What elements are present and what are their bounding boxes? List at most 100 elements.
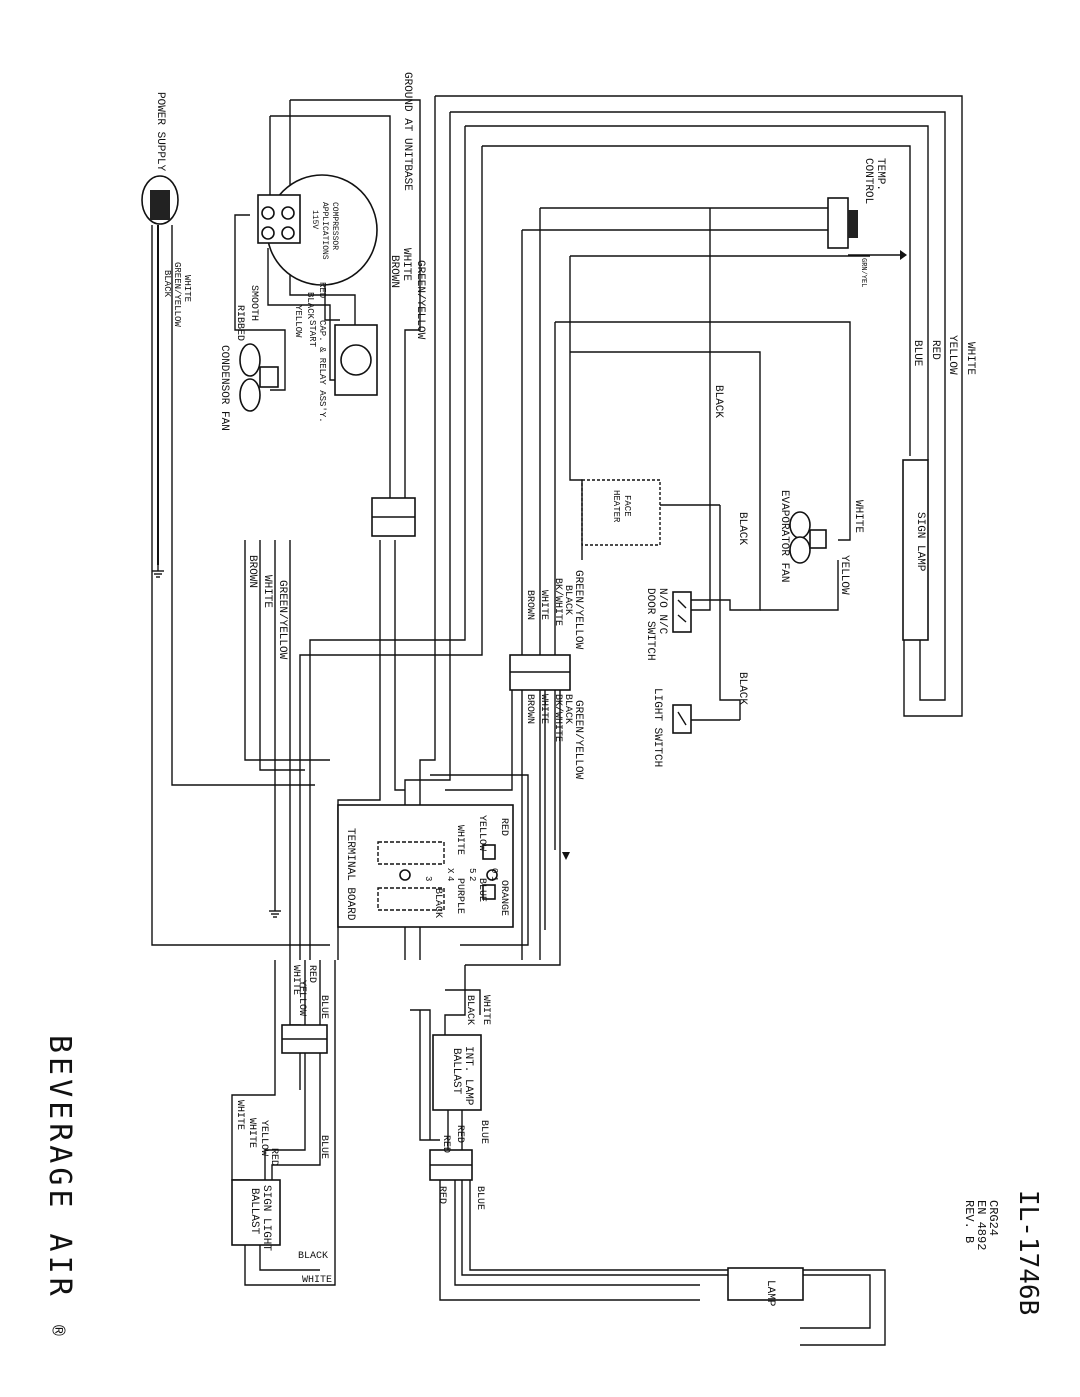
compressor <box>257 174 378 286</box>
terminal-black-label: BLACK <box>432 888 443 918</box>
terminal-num-3: 3 <box>423 876 433 881</box>
wire-white-int: WHITE <box>480 995 491 1025</box>
connector-upper <box>371 497 416 537</box>
evaporator-fan <box>789 511 827 564</box>
terminal-purple-label: PURPLE <box>454 878 465 914</box>
light-switch <box>672 704 692 734</box>
wire-green-yellow-mid-top: GREEN/YELLOW <box>572 570 584 650</box>
terminal-num-4: 4 <box>445 876 455 881</box>
wire-black-ballast: BLACK <box>298 1251 328 1262</box>
wire-yellow-comp: YELLOW <box>293 305 303 338</box>
doc-rev: REV. B <box>962 1200 976 1243</box>
sign-light-ballast-box <box>231 1179 281 1246</box>
wire-black-int: BLACK <box>464 995 475 1025</box>
wire-yellow-bot: YELLOW <box>296 980 307 1016</box>
smooth-label: SMOOTH <box>248 285 259 321</box>
wire-red-lamp: RED <box>436 1186 447 1204</box>
wire-yellow-label: YELLOW <box>946 335 958 375</box>
wire-red-label: RED <box>929 340 941 360</box>
wires <box>151 95 963 1346</box>
temp-control <box>827 197 858 249</box>
face-heater-label-1: FACE <box>622 495 632 517</box>
terminal-num-1: 1 <box>489 876 499 881</box>
doc-number: IL-1746B <box>1013 1190 1043 1315</box>
lamp <box>727 1267 804 1301</box>
wire-red-int: RED <box>454 1125 465 1143</box>
connector-middle <box>509 654 571 691</box>
wire-blue-label: BLUE <box>911 340 923 367</box>
connector-lower <box>281 1024 328 1054</box>
wire-black-mid-bot: BLACK <box>562 694 573 724</box>
compressor-label-3: 115V <box>310 210 319 229</box>
terminal-num-0: 0 <box>489 868 499 873</box>
wire-black-heater: BLACK <box>736 512 748 545</box>
brand-logo: BEVERAGE AIR <box>42 1035 77 1300</box>
lamp-label: LAMP <box>764 1280 776 1307</box>
terminal-board-label: TERMINAL BOARD <box>344 828 356 921</box>
wire-red-bot: RED <box>306 965 317 983</box>
wire-yellow-evap: YELLOW <box>838 555 850 595</box>
power-supply-label: POWER SUPPLY <box>154 92 166 172</box>
connector-lamp <box>429 1149 473 1181</box>
wire-green-yellow-left: GREEN/YELLOW <box>276 580 288 660</box>
wire-white-ballast: WHITE <box>234 1100 245 1130</box>
temp-control-label-1: TEMP. <box>874 158 886 191</box>
int-lamp-ballast-label-2: BALLAST <box>450 1048 462 1095</box>
compressor-label-2: APPLICATIONS <box>320 202 329 260</box>
face-heater-label-2: HEATER <box>611 490 621 523</box>
terminal-white-label: WHITE <box>454 825 465 855</box>
wire-brown-left: BROWN <box>246 555 258 588</box>
wire-yellow-ballast: YELLOW <box>258 1120 269 1156</box>
wire-blue-bot: BLUE <box>318 995 329 1019</box>
int-lamp-ballast-box <box>432 1034 482 1111</box>
ribbed-label: RIBBED <box>234 305 245 341</box>
int-lamp-ballast-label-1: INT. LAMP <box>462 1046 474 1106</box>
terminal-orange-label: ORANGE <box>498 880 509 916</box>
sign-light-ballast-label-1: SIGN LIGHT <box>260 1185 272 1251</box>
labels: POWER SUPPLY GROUND AT UNITBASE COMPRESS… <box>154 72 976 1307</box>
wire-black-light: BLACK <box>736 672 748 705</box>
doc-en: EN 4892 <box>974 1200 988 1250</box>
wire-white-mid-top: WHITE <box>538 590 549 620</box>
cap-relay-assembly <box>334 324 378 396</box>
wire-blue-ballast: BLUE <box>318 1135 329 1159</box>
cap-relay-label: CAP. & RELAY ASS'Y. <box>317 320 327 423</box>
wire-white-label: WHITE <box>964 342 976 375</box>
face-heater <box>581 479 661 546</box>
wire-white-power: WHITE <box>182 275 192 302</box>
terminal-num-5: 5 <box>467 868 477 873</box>
power-supply-plug <box>141 175 179 225</box>
ground-unitbase-label: GROUND AT UNITBASE <box>401 72 413 191</box>
door-switch-label: DOOR SWITCH <box>644 588 656 661</box>
wire-black-power: BLACK <box>162 270 172 298</box>
wire-green-yellow-top: GREEN/YELLOW <box>414 260 426 340</box>
compressor-label-1: COMPRESSOR <box>330 202 339 250</box>
wire-white-ballast-2: WHITE <box>246 1118 257 1148</box>
wire-black-temp: BLACK <box>712 385 724 418</box>
wire-brown-top: BROWN <box>388 255 400 288</box>
wire-bkwhite-mid-bot: BK/WHITE <box>552 694 564 742</box>
wire-white-evap: WHITE <box>852 500 864 533</box>
wire-bkwhite-mid-top: BK/WHITE <box>552 578 564 626</box>
wire-brown-mid-bot: BROWN <box>524 694 535 724</box>
condensor-fan-label: CONDENSOR FAN <box>218 345 230 431</box>
wire-black-mid-top: BLACK <box>562 585 573 615</box>
title-block: IL-1746B CRG24 EN 4892 REV. B BEVERAGE A… <box>42 1035 1043 1336</box>
wire-white-bot: WHITE <box>290 965 301 995</box>
door-switch <box>672 591 692 633</box>
doc-model: CRG24 <box>986 1200 1000 1236</box>
wire-white-mid-bot: WHITE <box>538 694 549 724</box>
door-switch-nonc-label: N/O N/C <box>656 588 668 635</box>
terminal-yellow-label: YELLOW <box>476 815 487 851</box>
grn-yel-label: GRN/YEL <box>859 258 867 287</box>
terminal-red-label: RED <box>498 818 509 836</box>
terminal-num-x: X <box>445 868 455 874</box>
evaporator-fan-label: EVAPORATOR FAN <box>778 490 790 582</box>
wire-white-left: WHITE <box>261 575 273 608</box>
wire-red-ballast: RED <box>268 1148 279 1166</box>
wire-green-yellow-power: GREEN/YELLOW <box>172 262 182 327</box>
condensor-fan <box>239 343 279 412</box>
wire-green-yellow-mid-bot: GREEN/YELLOW <box>572 700 584 780</box>
terminal-board <box>337 804 514 928</box>
wire-red-int-2: RED <box>440 1135 451 1153</box>
